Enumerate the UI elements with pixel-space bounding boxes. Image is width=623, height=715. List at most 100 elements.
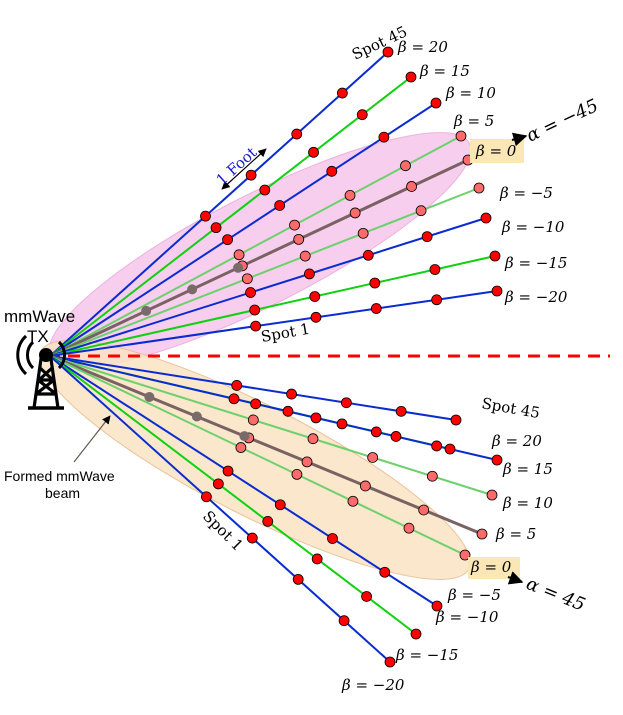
upper-ray-1: [49, 76, 412, 357]
lower-spot-8-4: [384, 656, 396, 668]
lower-spot-0-0: [231, 380, 243, 391]
upper-spot-6-2: [362, 249, 374, 261]
lower-spot-4-2: [359, 480, 371, 492]
lower-spot-1-4: [444, 443, 456, 455]
lower-spot-6-3: [379, 566, 391, 578]
lower-beta-label-8: β = −20: [341, 676, 405, 694]
lower-beta-label-4: β = 0: [470, 558, 512, 576]
upper-spot-8-4: [491, 285, 503, 297]
lower-spot-5-0: [235, 442, 247, 453]
lower-spot-5-3: [403, 522, 415, 534]
upper-spot-3-1: [289, 219, 300, 231]
upper-ray-3: [49, 135, 462, 357]
upper-spot-6-4: [480, 212, 492, 224]
beta-labels: β = 20β = 15β = 10β = 5β = 0β = −5β = −1…: [341, 38, 568, 694]
upper-spot-3-0: [233, 249, 245, 261]
lower-spot-0-1: [286, 388, 297, 400]
upper-spot-3-2: [344, 189, 356, 201]
tx-antenna-icon: [16, 334, 66, 410]
lower-spot-7-1: [262, 516, 274, 527]
lower-spot-7-3: [361, 591, 372, 602]
upper-beta-label-8: β = −20: [504, 288, 568, 306]
upper-spot-5-3: [415, 205, 427, 217]
lower-spot-5-1: [291, 469, 303, 480]
lower-spot-7-2: [311, 553, 323, 565]
lower-spot-6-0: [222, 465, 234, 477]
upper-spot-1-2: [308, 146, 319, 158]
upper-spot-5-4: [473, 182, 485, 194]
lower-ray-0: [49, 355, 457, 421]
lower-spot-3-3: [426, 470, 438, 482]
formed-beam-label-line2: beam: [45, 485, 80, 501]
lower-spot-4-1: [301, 456, 313, 468]
lower-beta-label-1: β = 15: [502, 460, 553, 478]
measurement-spots: [141, 46, 503, 668]
upper-spot-8-0: [250, 320, 262, 332]
upper-near-spot-3: [233, 262, 244, 273]
formed-beam-label-line1: Formed mmWave: [4, 468, 115, 484]
lower-beta-label-0: β = 20: [491, 432, 542, 450]
upper-spot-1-4: [405, 71, 417, 83]
upper-spot-7-1: [309, 291, 321, 302]
upper-alpha-arrow: [511, 132, 528, 147]
upper-spot-4-3: [406, 181, 417, 192]
lower-spot-0-3: [395, 405, 407, 417]
lower-spot-2-1: [310, 412, 322, 424]
upper-spot-8-1: [310, 311, 322, 323]
upper-spot-0-4: [382, 46, 394, 58]
upper-spot-4-2: [349, 207, 361, 219]
upper-beta-label-6: β = −10: [501, 218, 565, 236]
upper-spot-6-0: [245, 287, 256, 298]
upper-spot-2-3: [378, 131, 390, 143]
upper-spot-1-1: [259, 184, 271, 196]
upper-spot-0-2: [291, 128, 303, 140]
lower-spot-1-3: [390, 431, 402, 442]
lower-beta-label-5: β = −5: [447, 586, 501, 604]
lower-spot-4-3: [418, 504, 430, 516]
beam-rays: [49, 51, 498, 663]
tx-label-line2: TX: [27, 327, 49, 346]
lower-ray-6: [49, 355, 438, 607]
lower-spot-end-label: Spot 45: [480, 394, 541, 422]
lower-spot-2-2: [370, 426, 382, 438]
upper-spot-6-3: [421, 231, 433, 243]
lower-beta-label-7: β = −15: [395, 646, 458, 664]
upper-ray-6: [49, 217, 487, 357]
upper-spot-7-4: [489, 250, 501, 262]
upper-near-spot-2: [187, 284, 198, 295]
lower-spot-5-2: [347, 495, 359, 507]
lower-spot-7-0: [212, 478, 224, 490]
upper-ray-8: [49, 290, 498, 357]
upper-spot-8-3: [431, 294, 443, 306]
lower-spot-5-4: [459, 549, 471, 561]
upper-spot-0-0: [200, 210, 211, 222]
upper-spot-6-1: [304, 268, 315, 280]
upper-beta-label-4: β = 0: [475, 142, 517, 160]
upper-spot-3-4: [455, 130, 467, 142]
upper-spot-3-3: [400, 160, 411, 172]
tx-label-line1: mmWave: [4, 307, 75, 326]
upper-spot-8-2: [370, 303, 382, 314]
lower-spot-2-4: [491, 454, 503, 466]
lower-spot-3-4: [486, 489, 498, 501]
upper-spot-2-2: [326, 165, 338, 177]
lower-beta-label-2: β = 10: [502, 494, 553, 512]
lower-spot-2-0: [250, 398, 262, 410]
foot-label: 1 Foot: [213, 143, 261, 188]
lower-spot-1-0: [228, 393, 240, 405]
lower-spot-8-1: [246, 532, 258, 544]
upper-beta-label-5: β = −5: [499, 184, 553, 202]
upper-spot-5-1: [299, 250, 311, 262]
upper-ray-5: [49, 187, 480, 357]
lower-ray-2: [49, 355, 498, 461]
lower-spot-0-4: [450, 414, 462, 426]
lower-alpha-arrow: [507, 571, 524, 585]
lower-spot-8-3: [338, 615, 350, 627]
upper-beta-label-7: β = −15: [504, 254, 567, 272]
upper-spot-4-1: [293, 233, 305, 245]
upper-spot-7-2: [369, 277, 381, 289]
foot-dimension-arrow: [221, 148, 267, 190]
upper-spot-1-3: [356, 109, 368, 121]
upper-ray-2: [49, 102, 437, 357]
lower-alpha-label: α = 45: [523, 573, 588, 616]
